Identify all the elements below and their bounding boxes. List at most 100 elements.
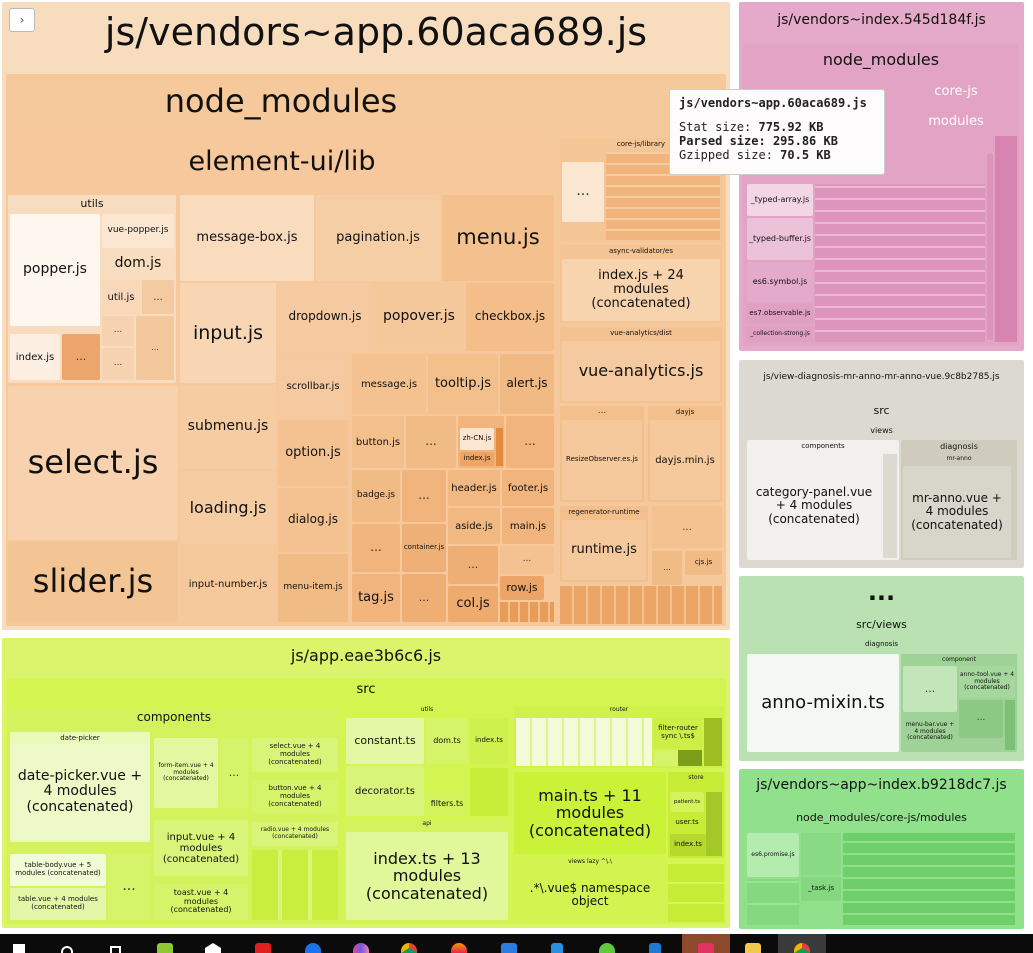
module-ellipsis[interactable]: ... (142, 280, 174, 314)
module-dom[interactable]: dom.js (102, 250, 174, 278)
module-menu-bar[interactable]: menu-bar.vue + 4 modules (concatenated) (903, 714, 957, 750)
module-header[interactable]: header.js (448, 470, 500, 506)
module-select-vue[interactable]: select.vue + 4 modules (concatenated) (252, 738, 338, 772)
chunk-vendors-app-index[interactable]: js/vendors~app~index.b9218dc7.js node_mo… (739, 769, 1024, 929)
module-filters[interactable]: filters.ts (426, 792, 468, 816)
group-api[interactable]: api index.ts + 13 modules (concatenated) (344, 820, 510, 922)
module-scrollbar[interactable]: scrollbar.js (278, 354, 348, 418)
module-ellipsis[interactable]: ... (102, 348, 134, 380)
module-container[interactable]: container.js (402, 524, 446, 572)
module-ellipsis[interactable]: ... (102, 316, 134, 346)
module-select[interactable]: select.js (8, 386, 178, 540)
module-table-body[interactable]: table-body.vue + 5 modules (concatenated… (10, 854, 106, 886)
sidebar-toggle-button[interactable]: › (9, 8, 35, 32)
module-menu-item[interactable]: menu-item.js (278, 554, 348, 622)
module-popper[interactable]: popper.js (10, 214, 100, 326)
module-option[interactable]: option.js (278, 420, 348, 486)
app-red-icon[interactable] (248, 934, 278, 953)
module-badge[interactable]: badge.js (352, 470, 400, 522)
module-dialog[interactable]: dialog.js (278, 488, 348, 552)
chunk-anonymous[interactable]: ... src/views diagnosis anno-mixin.ts co… (739, 576, 1024, 761)
module-ellipsis[interactable]: ... (652, 506, 722, 548)
module-mr-anno[interactable]: mr-anno.vue + 4 modules (concatenated) (903, 466, 1011, 558)
module-form-item[interactable]: form-item.vue + 4 modules (concatenated) (154, 738, 218, 808)
module-message-box[interactable]: message-box.js (180, 195, 314, 281)
folder-icon[interactable] (738, 934, 768, 953)
group-utils[interactable]: utils constant.ts dom.ts index.ts decora… (344, 706, 510, 818)
intellij-icon[interactable] (682, 934, 730, 953)
app-green-icon[interactable] (150, 934, 180, 953)
module-resize-observer[interactable]: ResizeObserver.es.js (562, 420, 642, 500)
task-view-icon[interactable] (100, 934, 130, 953)
module-cluster[interactable] (606, 152, 720, 240)
module-es6-symbol[interactable]: es6.symbol.js (747, 262, 813, 302)
app-blue-icon[interactable] (494, 934, 524, 953)
module-constant[interactable]: constant.ts (346, 718, 424, 764)
module-toast-vue[interactable]: toast.vue + 4 modules (concatenated) (154, 884, 248, 920)
module-popover[interactable]: popover.js (374, 283, 464, 351)
photos-icon[interactable] (346, 934, 376, 953)
chunk-view-diagnosis[interactable]: js/view-diagnosis-mr-anno-mr-anno-vue.9c… (739, 360, 1024, 568)
module-dayjs[interactable]: dayjs.min.js (650, 420, 720, 500)
module-runtime[interactable]: runtime.js (562, 520, 646, 580)
module-cluster[interactable] (560, 586, 722, 624)
module-ellipsis[interactable]: ... (500, 546, 554, 574)
module-store-index[interactable]: index.ts (670, 834, 706, 856)
group-router[interactable]: router filter-router sync \.ts$ (514, 706, 724, 768)
module-ellipsis[interactable]: ... (506, 416, 554, 468)
module-menu[interactable]: menu.js (442, 195, 554, 281)
chrome-icon[interactable] (394, 934, 424, 953)
module-namespace[interactable]: .*\.vue$ namespace object (516, 870, 664, 920)
edge-icon[interactable] (298, 934, 328, 953)
module-es7-observable[interactable]: es7.observable.js (747, 304, 813, 324)
module-cluster[interactable] (654, 750, 702, 766)
module-zh-cn[interactable]: zh-CN.js (460, 428, 494, 450)
group-resize-observer[interactable]: ... ResizeObserver.es.js (560, 406, 644, 502)
module-footer[interactable]: footer.js (502, 470, 554, 506)
module-util[interactable]: util.js (102, 280, 140, 314)
module-es6-promise[interactable]: es6.promise.js (747, 833, 799, 877)
group-core-js-library[interactable]: core-js/library ... (560, 138, 722, 242)
group-src[interactable]: src components date-picker date-picker.v… (6, 678, 726, 924)
module-alert[interactable]: alert.js (500, 354, 554, 414)
module-ellipsis[interactable]: ... (562, 162, 604, 222)
module-submenu[interactable]: submenu.js (180, 385, 276, 469)
module-pagination[interactable]: pagination.js (316, 195, 440, 281)
chrome-active-icon[interactable] (778, 934, 826, 953)
group-date-picker[interactable]: date-picker date-picker.vue + 4 modules … (10, 732, 150, 842)
module-cluster[interactable] (668, 862, 724, 922)
module-dom[interactable]: dom.ts (426, 718, 468, 764)
group-async-validator[interactable]: async-validator/es index.js + 24 modules… (560, 245, 722, 323)
module-api-index[interactable]: index.ts + 13 modules (concatenated) (346, 832, 508, 920)
module-typed-array[interactable]: _typed-array.js (747, 184, 813, 216)
module-button-vue[interactable]: button.vue + 4 modules (concatenated) (252, 780, 338, 814)
module-cluster[interactable] (801, 833, 841, 875)
group-diagnosis[interactable]: diagnosis mr-anno mr-anno.vue + 4 module… (901, 440, 1017, 560)
module-cluster[interactable] (815, 184, 985, 342)
module-vue-analytics[interactable]: vue-analytics.js (562, 341, 720, 401)
module-button[interactable]: button.js (352, 416, 404, 468)
module-ellipsis[interactable]: ... (406, 416, 456, 468)
module-ellipsis[interactable]: ... (402, 574, 446, 622)
vscode-icon[interactable] (640, 934, 670, 953)
firefox-icon[interactable] (444, 934, 474, 953)
module-cluster[interactable] (500, 602, 554, 622)
module-cluster[interactable] (706, 792, 722, 856)
group-dayjs[interactable]: dayjs dayjs.min.js (648, 406, 722, 502)
module-ellipsis[interactable]: ... (62, 334, 100, 380)
module-input-number[interactable]: input-number.js (180, 546, 276, 622)
module-decorator[interactable]: decorator.ts (346, 766, 424, 816)
group-component[interactable]: component ... anno-tool.vue + 4 modules … (901, 654, 1017, 752)
module-cluster[interactable] (470, 768, 508, 816)
group-components[interactable]: components category-panel.vue + 4 module… (747, 440, 899, 560)
module-category-panel[interactable]: category-panel.vue + 4 modules (concaten… (749, 454, 879, 558)
search-icon[interactable] (52, 934, 82, 953)
module-date-picker[interactable]: date-picker.vue + 4 modules (concatenate… (10, 744, 150, 840)
module-cluster[interactable] (516, 718, 652, 766)
module-ellipsis[interactable]: ... (959, 700, 1003, 738)
module-ellipsis[interactable]: ... (903, 666, 957, 712)
module-radio-vue[interactable]: radio.vue + 4 modules (concatenated) (252, 822, 338, 846)
module-checkbox[interactable]: checkbox.js (466, 283, 554, 351)
module-dropdown[interactable]: dropdown.js (278, 283, 372, 351)
module-tag[interactable]: tag.js (352, 574, 400, 622)
